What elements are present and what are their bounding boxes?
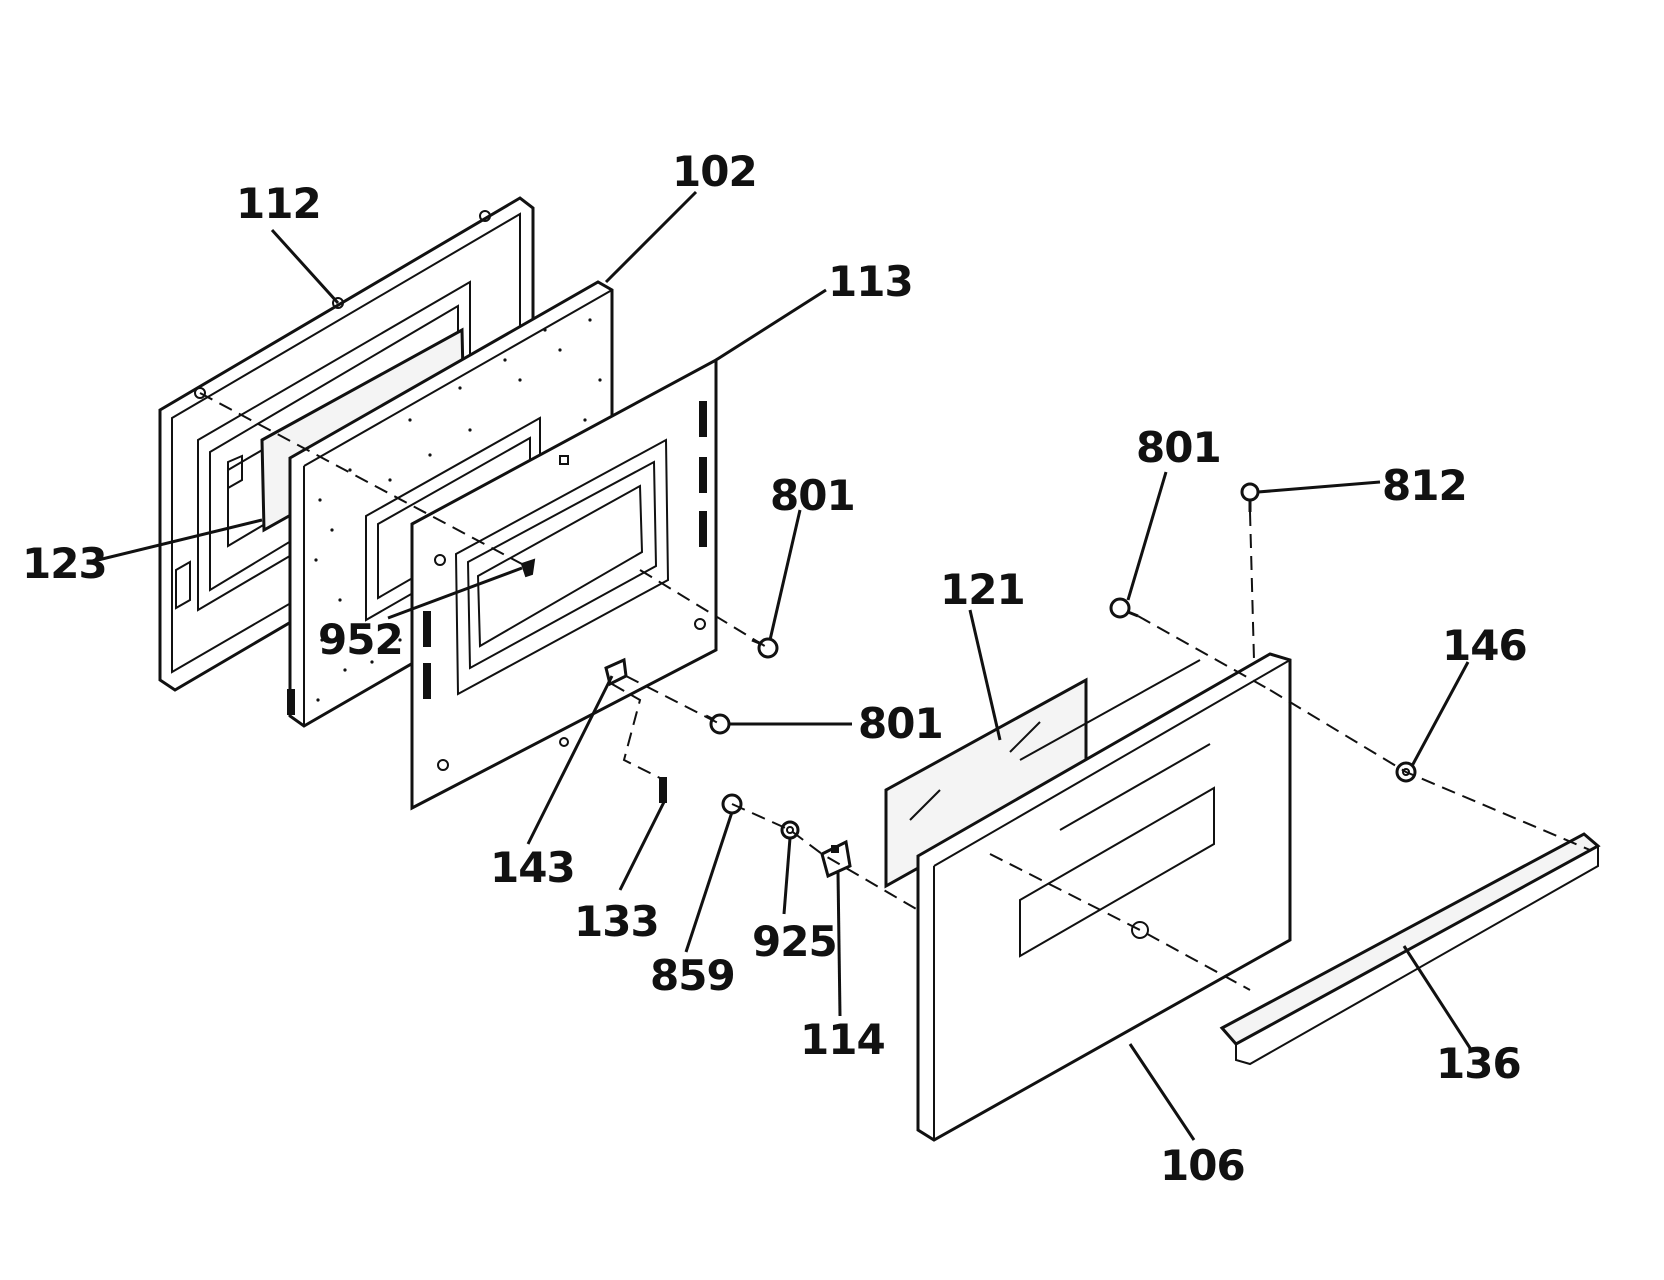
callout-121: 121: [940, 565, 1025, 614]
callout-859: 859: [650, 951, 735, 1000]
part-801-screw-upper: [751, 637, 779, 659]
callout-114: 114: [800, 1015, 885, 1064]
callout-133: 133: [574, 897, 659, 946]
part-133-spring: [659, 777, 667, 803]
callout-102: 102: [672, 147, 757, 196]
callout-801-right: 801: [1136, 423, 1221, 472]
part-925-washer: [780, 820, 800, 840]
leader-lines: [97, 190, 1472, 1141]
part-106-outer-door: [916, 652, 1292, 1142]
callout-136: 136: [1436, 1039, 1521, 1088]
callout-801-lower: 801: [858, 699, 943, 748]
part-952-screw: [520, 558, 536, 578]
callout-952: 952: [318, 615, 403, 664]
callout-123: 123: [22, 539, 107, 588]
part-812-screw: [1240, 482, 1260, 512]
assembly-lines: [199, 392, 1591, 991]
callout-112: 112: [236, 179, 321, 228]
part-114-bracket: [820, 839, 852, 879]
part-136-trim-strip: [1219, 832, 1601, 1066]
callout-labels: 112 102 113 123 952 801 801 801 812 121 …: [22, 147, 1528, 1190]
callout-925: 925: [752, 917, 837, 966]
callout-801-upper: 801: [770, 471, 855, 520]
part-113-door-panel: [410, 357, 718, 811]
callout-143: 143: [490, 843, 575, 892]
callout-113: 113: [828, 257, 913, 306]
callout-146: 146: [1442, 621, 1527, 670]
callout-812: 812: [1382, 461, 1467, 510]
callout-106: 106: [1160, 1141, 1245, 1190]
part-801-screw-right: [1109, 597, 1139, 619]
